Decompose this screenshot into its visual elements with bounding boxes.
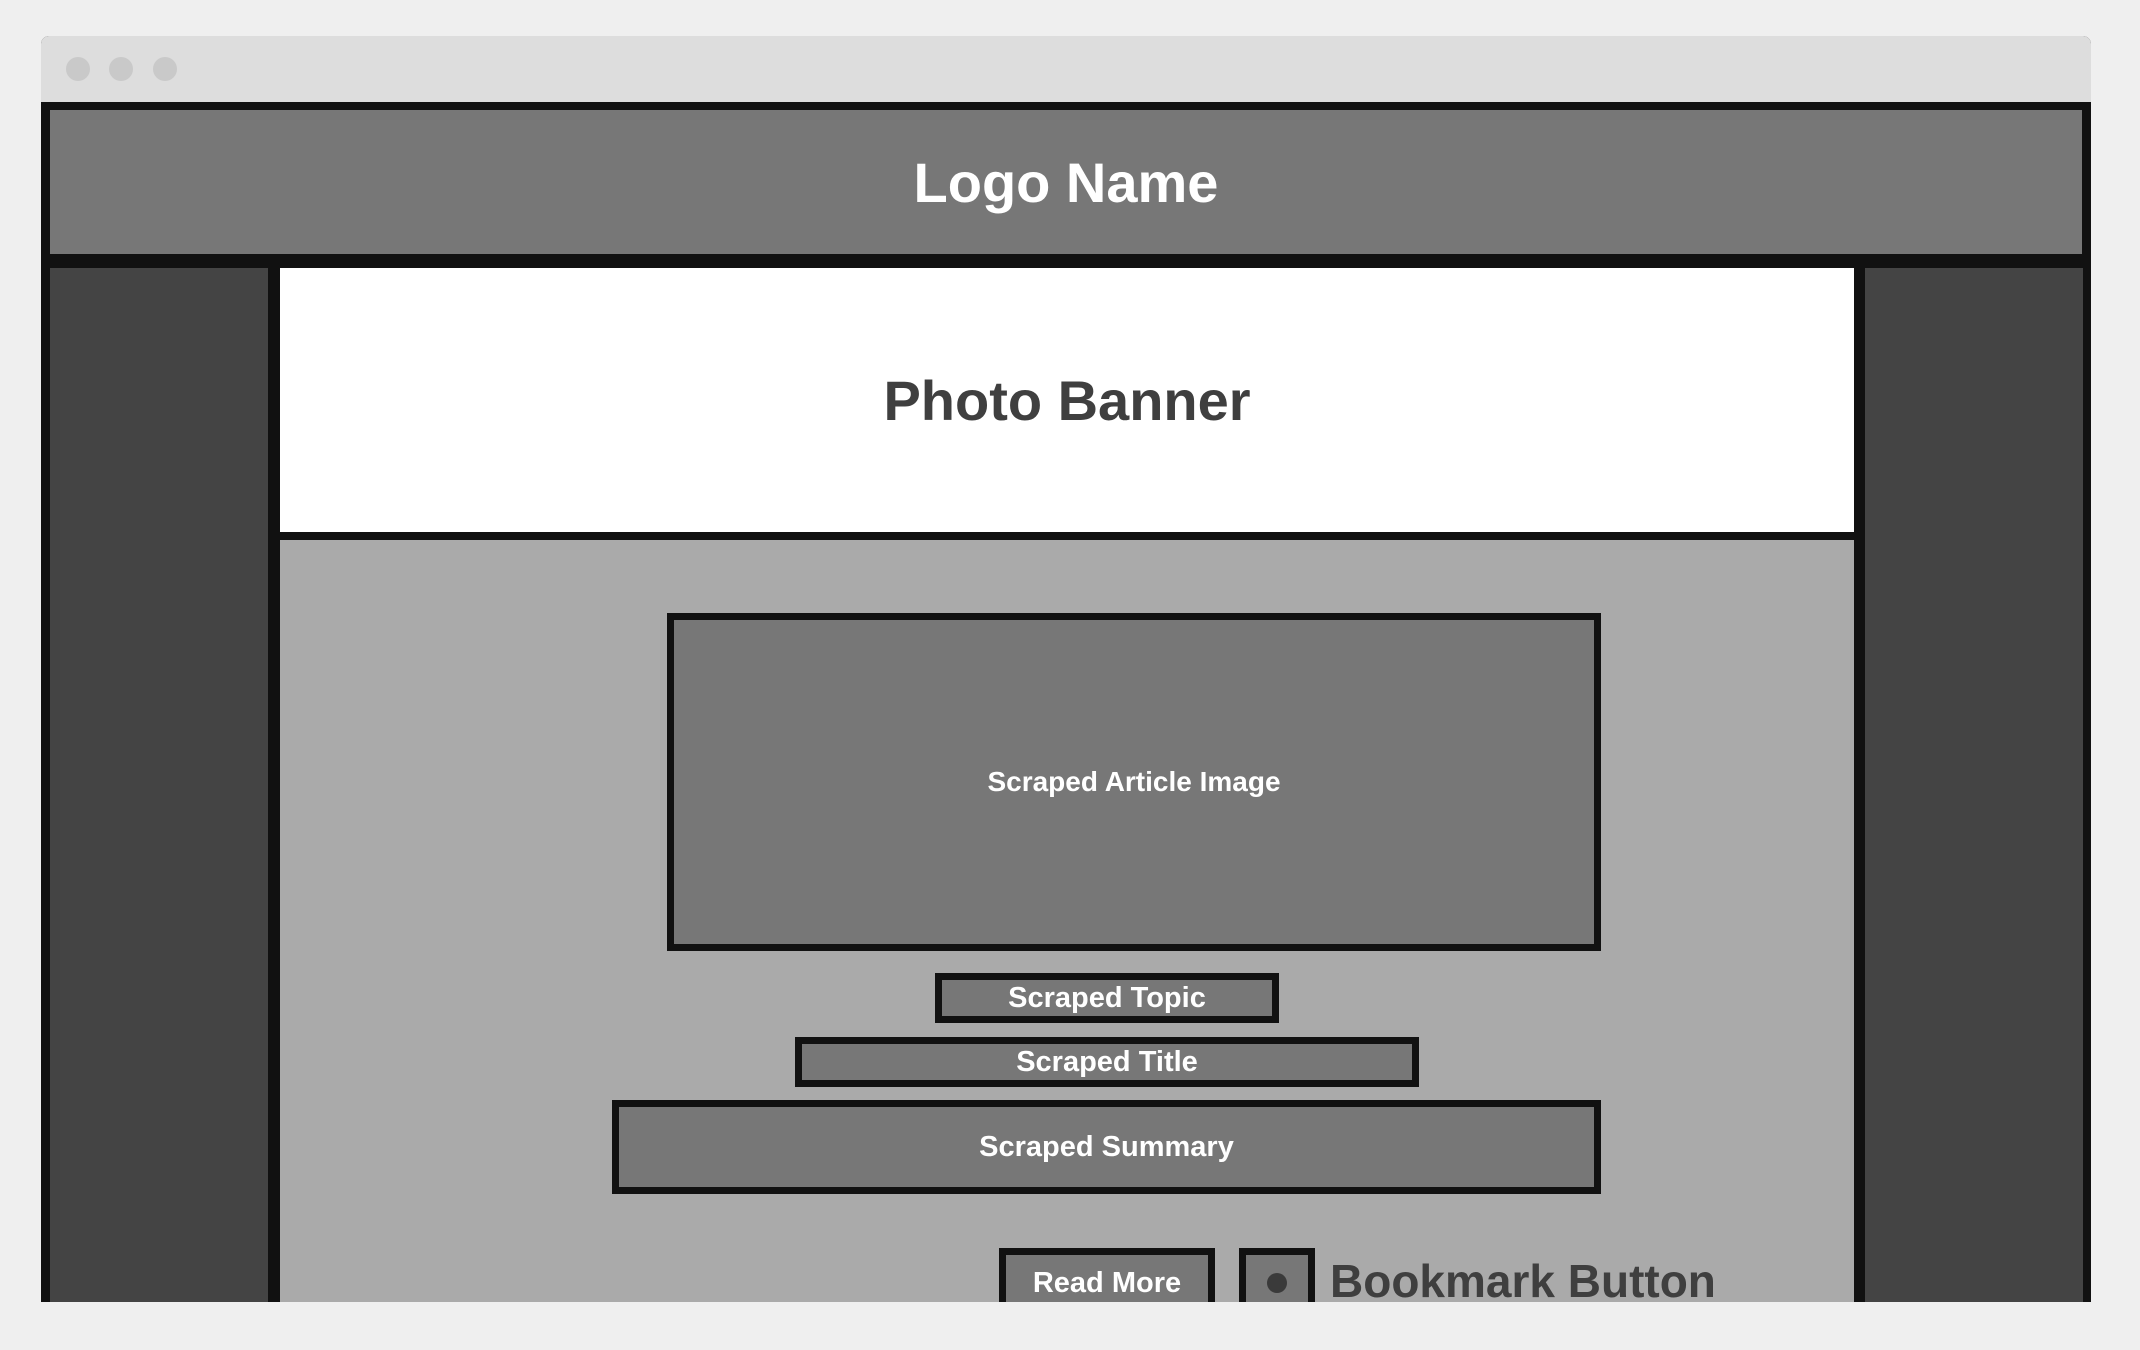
window-minimize-dot[interactable] [109, 57, 133, 81]
article-card-area: Scraped Article Image Scraped Topic Scra… [280, 540, 1854, 1302]
bookmark-icon [1267, 1273, 1287, 1293]
article-image[interactable]: Scraped Article Image [667, 613, 1601, 951]
browser-window: Logo Name Photo Banner Scraped Article I… [41, 36, 2091, 1302]
article-topic: Scraped Topic [935, 973, 1279, 1023]
read-more-label: Read More [1032, 1266, 1182, 1299]
article-topic-label: Scraped Topic [1008, 981, 1206, 1014]
article-title[interactable]: Scraped Title [795, 1037, 1419, 1087]
logo-name[interactable]: Logo Name [913, 150, 1219, 214]
window-titlebar [41, 36, 2091, 102]
photo-banner: Photo Banner [280, 268, 1854, 532]
article-summary: Scraped Summary [612, 1100, 1601, 1194]
article-image-label: Scraped Article Image [987, 766, 1281, 797]
article-title-label: Scraped Title [1016, 1045, 1198, 1078]
bookmark-button-label: Bookmark Button [1330, 1255, 1716, 1302]
window-close-dot[interactable] [66, 57, 90, 81]
right-sidebar [1865, 268, 2083, 1302]
article-summary-label: Scraped Summary [979, 1130, 1234, 1163]
window-maximize-dot[interactable] [153, 57, 177, 81]
site-header: Logo Name [50, 110, 2082, 254]
read-more-button[interactable]: Read More [999, 1248, 1215, 1302]
left-sidebar [50, 268, 268, 1302]
photo-banner-label: Photo Banner [883, 368, 1251, 432]
bookmark-button[interactable] [1239, 1248, 1315, 1302]
